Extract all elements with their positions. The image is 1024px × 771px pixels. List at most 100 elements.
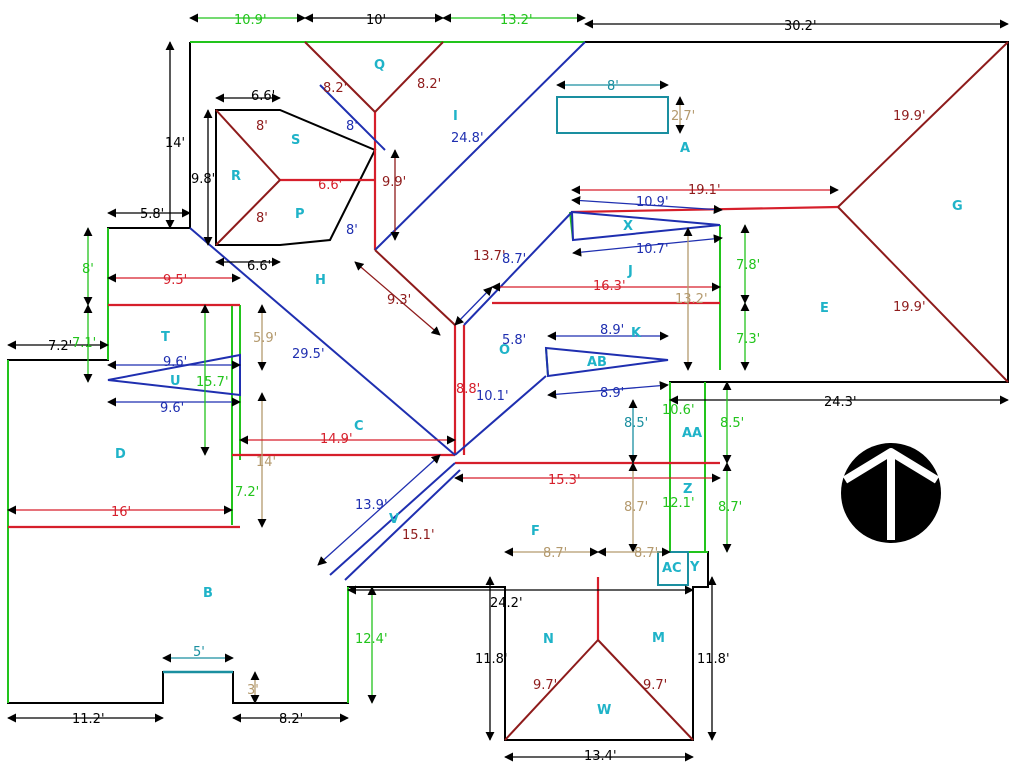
facet-label-v: V (389, 512, 399, 527)
measure-r-top: 6.6' (251, 89, 275, 104)
measure-w-13-4: 13.4' (584, 749, 617, 764)
measure-t-8: 8' (82, 262, 94, 277)
facet-label-w: W (597, 703, 611, 718)
facet-label-e: E (820, 301, 829, 316)
measure-e-7-3: 7.3' (736, 332, 760, 347)
measure-d-7-2b: 7.2' (235, 485, 259, 500)
measure-o-5-8: 5.8' (502, 333, 526, 348)
measurement-labels: 10.9' 10' 13.2' 30.2' 14' 8' 2.7' 8.2' 8… (48, 13, 926, 764)
measure-b-8-2: 8.2' (279, 712, 303, 727)
measure-aa-10-6: 10.6' (662, 403, 695, 418)
measure-d-7-2: 7.2' (48, 339, 72, 354)
facet-label-u: U (170, 374, 181, 389)
facet-label-c: C (354, 419, 364, 434)
measure-big-valley: 29.5' (292, 347, 325, 362)
dimension-lines (7, 13, 1009, 762)
measure-skylight-height: 2.7' (671, 109, 695, 124)
measure-nm-11-8-left: 11.8' (475, 652, 508, 667)
measure-rp-ridge: 6.6' (318, 178, 342, 193)
measure-b-11-2: 11.2' (72, 712, 105, 727)
facet-labels: A B C D E F G H I J K M N O P Q R S T U … (115, 58, 963, 718)
north-arrow-icon (841, 443, 941, 543)
measure-u-15-7: 15.7' (196, 375, 229, 390)
measure-k-top: 8.9' (600, 323, 624, 338)
facet-label-m: M (652, 631, 665, 646)
green-edges (7, 41, 721, 703)
measure-top-right-green: 13.2' (500, 13, 533, 28)
measure-m-hip: 9.7' (643, 678, 667, 693)
measure-v-99: 9.9' (382, 175, 406, 190)
measure-u-bottom: 9.6' (160, 401, 184, 416)
measure-e-bottom: 24.3' (824, 395, 857, 410)
measure-b-24-2: 24.2' (490, 596, 523, 611)
measure-left-height: 14' (165, 136, 185, 151)
facet-label-r: R (231, 169, 241, 184)
measure-top-left-eave: 10.9' (234, 13, 267, 28)
measure-j-top-ridge: 19.1' (688, 183, 721, 198)
measure-b-3: 3' (247, 683, 259, 698)
measure-b-12-4: 12.4' (355, 632, 388, 647)
measure-j-13-2: 13.2' (675, 292, 708, 307)
measure-z-8-7-right: 8.7' (718, 500, 742, 515)
measure-q-right: 8.2' (417, 77, 441, 92)
facet-label-x: X (623, 219, 633, 234)
measure-c-8-8: 8.8' (456, 382, 480, 397)
measure-n-hip: 9.7' (533, 678, 557, 693)
measure-c-10-1: 10.1' (476, 389, 509, 404)
measure-t-7-1: 7.1' (72, 336, 96, 351)
measure-aa-8-5-left: 8.5' (624, 416, 648, 431)
measure-r-height: 9.8' (191, 172, 215, 187)
measure-r-bottom: 6.6' (247, 259, 271, 274)
measure-f-8-7-top-left: 8.7' (543, 546, 567, 561)
facet-label-n: N (543, 632, 554, 647)
measure-i-valley: 24.8' (451, 131, 484, 146)
measure-g-hip-bottom: 19.9' (893, 300, 926, 315)
facet-label-i: I (453, 109, 458, 124)
facet-label-d: D (115, 447, 126, 462)
facet-label-z: Z (683, 482, 692, 497)
measure-p-hip: 8' (256, 211, 268, 226)
measure-z-8-7: 8.7' (624, 500, 648, 515)
facet-label-g: G (952, 199, 963, 214)
measure-v-13-9: 13.9' (355, 498, 388, 513)
facet-label-o: O (499, 343, 510, 358)
measure-left-5-8: 5.8' (140, 207, 164, 222)
facet-label-k: K (631, 326, 642, 341)
measure-v-15-1: 15.1' (402, 528, 435, 543)
measure-h-8: 8' (346, 223, 358, 238)
measure-d-14: 14' (256, 455, 276, 470)
facet-label-b: B (203, 586, 213, 601)
measure-g-hip-top: 19.9' (893, 109, 926, 124)
facet-label-s: S (291, 133, 300, 148)
measure-t-9-5: 9.5' (163, 273, 187, 288)
facet-label-aa: AA (682, 426, 702, 441)
measure-j-16-3: 16.3' (593, 279, 626, 294)
facet-label-q: Q (374, 58, 385, 73)
facet-label-ab: AB (587, 355, 607, 370)
measure-aa-8-5-right: 8.5' (720, 416, 744, 431)
facet-label-j: J (627, 264, 633, 279)
measure-f-15-3: 15.3' (548, 473, 581, 488)
measure-c-14-9: 14.9' (320, 432, 353, 447)
measure-q-left: 8.2' (323, 81, 347, 96)
facet-label-h: H (315, 273, 326, 288)
measure-s-hip: 8' (256, 119, 268, 134)
measure-x-top: 10.9' (636, 195, 669, 210)
measure-u-top: 9.6' (163, 355, 187, 370)
measure-s-blue: 8' (346, 119, 358, 134)
skylight (556, 96, 669, 134)
measure-j-9-3: 9.3' (387, 293, 411, 308)
facet-label-p: P (295, 207, 305, 222)
measure-t-5-9: 5.9' (253, 331, 277, 346)
measure-top-right: 30.2' (784, 19, 817, 34)
measure-e-7-8: 7.8' (736, 258, 760, 273)
measure-j-8-7: 8.7' (502, 252, 526, 267)
measure-z-12-1: 12.1' (662, 496, 695, 511)
measure-nm-11-8-right: 11.8' (697, 652, 730, 667)
measure-d-16: 16' (111, 505, 131, 520)
facet-ac-box (657, 551, 689, 586)
measure-f-8-7-top-right: 8.7' (634, 546, 658, 561)
measure-k-bottom: 8.9' (600, 386, 624, 401)
facet-label-a: A (680, 141, 690, 156)
